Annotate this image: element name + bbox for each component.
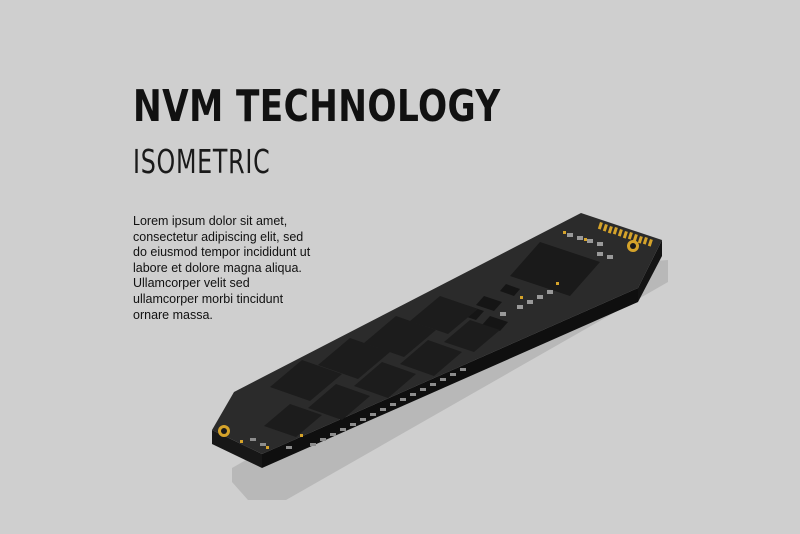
ssd-board-edge-right <box>638 240 662 302</box>
memory-chips <box>264 296 500 437</box>
description-line: Lorem ipsum dolor sit amet, <box>133 214 288 228</box>
description-line: Ullamcorper velit sed <box>133 276 250 291</box>
connector-pins <box>597 222 653 247</box>
description-line: do eiusmod tempor incididunt ut <box>133 245 311 260</box>
description-text: Lorem ipsum dolor sit amet, consectetur … <box>133 214 393 323</box>
controller-chip <box>510 242 600 296</box>
description-line: ullamcorper morbi tincidunt <box>133 291 284 306</box>
description-line: consectetur adipiscing elit, sed <box>133 229 304 244</box>
component-strip <box>250 368 466 449</box>
description-line: labore et dolore magna aliqua. <box>133 260 302 275</box>
mounting-hole-right-inner <box>630 243 636 249</box>
page-subtitle: ISOMETRIC <box>133 142 271 181</box>
page-title: NVM TECHNOLOGY <box>133 81 501 132</box>
gold-pads <box>240 231 587 449</box>
description-line: ornare massa. <box>133 307 213 322</box>
mounting-hole-left-inner <box>221 428 227 434</box>
passive-components <box>490 233 613 322</box>
ssd-board-edge-left <box>212 430 262 468</box>
